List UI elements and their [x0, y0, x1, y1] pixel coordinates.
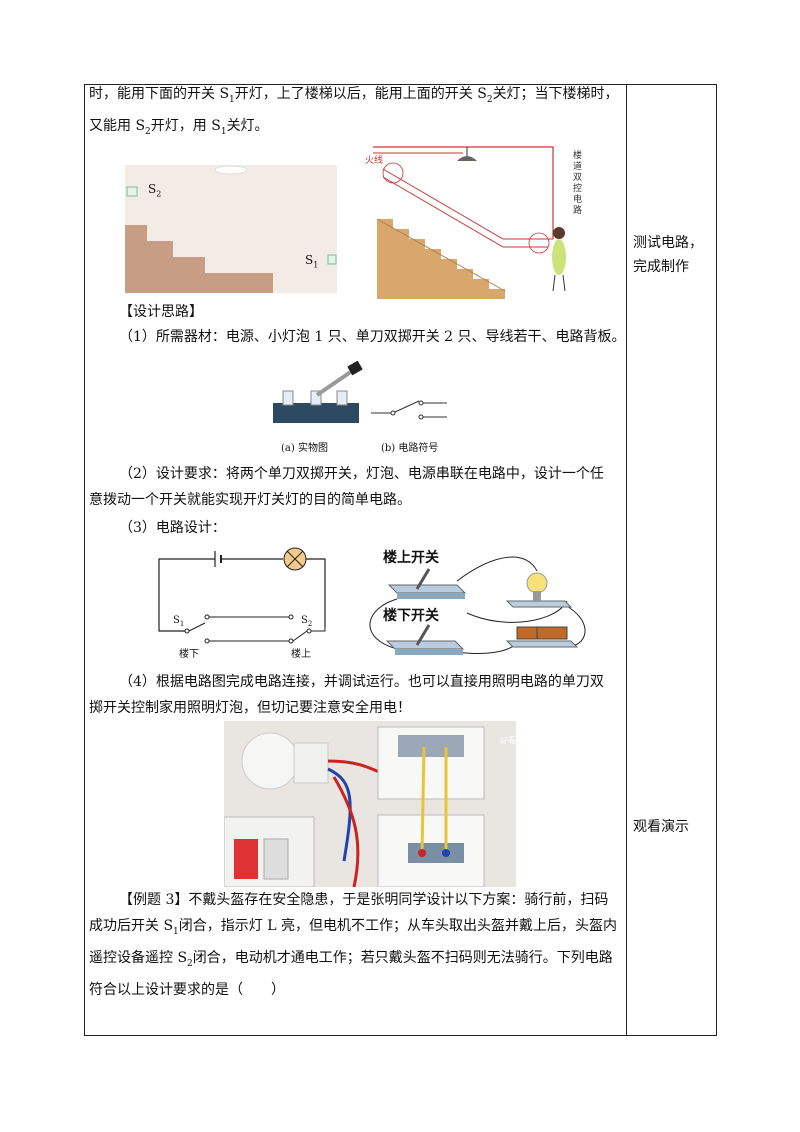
s1-label: S1 — [305, 253, 319, 270]
text-run: 成功后开关 S — [89, 918, 174, 934]
wiring-svg — [363, 139, 585, 299]
item-2: （2）设计要求：将两个单刀双掷开关，灯泡、电源串联在电路中，设计一个任 意拨动一… — [89, 461, 625, 513]
design-heading: 【设计思路】 — [119, 304, 203, 320]
text-run: 开灯，上了楼梯以后，能用上面的开关 S — [234, 86, 487, 102]
downstairs-switch-label: 楼下开关 — [383, 608, 439, 624]
switch-figure: (a) 实物图 (b) 电路符号 — [271, 360, 471, 457]
item-3: （3）电路设计： — [119, 520, 226, 536]
switch-s1-box — [327, 254, 337, 265]
text-run: 遥控设备遥控 S — [89, 949, 188, 966]
text-run: 意拨动一个开关就能实现开灯关灯的目的简单电路。 — [89, 492, 411, 508]
subscript: 1 — [220, 126, 227, 137]
text-run: 【例题 3】不戴头盔存在安全隐患，于是张明同学设计以下方案：骑行前，扫码 — [119, 892, 609, 908]
intro-paragraph: 时，能用下面的开关 S1开灯，上了楼梯以后，能用上面的开关 S2关灯；当下楼梯时… — [89, 81, 625, 145]
wiring-diagram: 火线 楼道双控电路 — [363, 139, 585, 299]
hot-wire-label: 火线 — [365, 156, 384, 166]
circuit-svg — [158, 547, 326, 644]
s1-circuit-label: S1 — [173, 615, 185, 628]
switch-svg — [273, 360, 447, 423]
video-watermark: 好看 — [500, 736, 516, 745]
circuit-diagram: S1 S2 楼下 楼上 — [155, 545, 335, 661]
text-run: 又能用 S — [89, 117, 146, 134]
subscript: 2 — [187, 958, 193, 969]
stairwell-illustration: S2 S1 — [125, 165, 337, 293]
item-1: （1）所需器材：电源、小灯泡 1 只、单刀双掷开关 2 只、导线若干、电路背板。 — [119, 329, 626, 345]
demo-photo: 好看 — [224, 721, 516, 887]
upstairs-label: 楼上 — [291, 649, 311, 660]
text-run: 关灯。 — [226, 117, 269, 134]
example-3: 【例题 3】不戴头盔存在安全隐患，于是张明同学设计以下方案：骑行前，扫码 成功后… — [89, 887, 625, 1003]
text-run: 完成制作 — [633, 259, 689, 275]
subscript: 2 — [486, 94, 493, 105]
subscript: 2 — [145, 126, 151, 137]
lesson-table: 时，能用下面的开关 S1开灯，上了楼梯以后，能用上面的开关 S2关灯；当下楼梯时… — [84, 84, 717, 1036]
text-run: 掷开关控制家用照明灯泡，但切记要注意安全用电！ — [89, 700, 411, 716]
text-run: （2）设计要求：将两个单刀双掷开关，灯泡、电源串联在电路中，设计一个任 — [119, 466, 604, 482]
real-circuit-illustration: 楼上开关 楼下开关 — [357, 541, 593, 663]
caption-real: (a) 实物图 — [281, 443, 328, 454]
caption-symbol: (b) 电路符号 — [381, 443, 439, 454]
text-run: 关灯；当下楼梯时， — [492, 86, 619, 102]
s2-label: S2 — [148, 182, 162, 199]
main-column: 时，能用下面的开关 S1开灯，上了楼梯以后，能用上面的开关 S2关灯；当下楼梯时… — [85, 85, 626, 1035]
text-run: 测试电路， — [633, 235, 703, 251]
switch-s2-box — [126, 186, 138, 197]
subscript: 1 — [229, 94, 235, 105]
text-run: 闭合，电动机才通电工作；若只戴头盔不扫码则无法骑行。下列电路 — [192, 949, 613, 966]
vertical-title: 楼道双控电路 — [573, 151, 583, 216]
text-run: （4）根据电路图完成电路连接，并调试运行。也可以直接用照明电路的单刀双 — [119, 674, 604, 690]
text-run: 开灯，用 S — [150, 117, 221, 134]
s2-circuit-label: S2 — [301, 615, 313, 628]
upstairs-switch-label: 楼上开关 — [383, 550, 439, 566]
item-4: （4）根据电路图完成电路连接，并调试运行。也可以直接用照明电路的单刀双 掷开关控… — [89, 669, 625, 721]
text-run: 符合以上设计要求的是（ ） — [89, 981, 285, 998]
side-note-test: 测试电路， 完成制作 — [633, 231, 713, 279]
text-run: 时，能用下面的开关 S — [89, 86, 230, 102]
side-note-watch: 观看演示 — [633, 819, 689, 835]
demo-photo-svg — [224, 721, 516, 887]
stairwell-svg — [125, 165, 337, 293]
subscript: 1 — [173, 926, 179, 937]
real-circuit-svg — [369, 556, 586, 655]
text-run: 闭合，指示灯 L 亮，但电机不工作；从车头取出头盔并戴上后，头盔内 — [178, 918, 617, 934]
column-divider — [626, 85, 627, 1035]
downstairs-label: 楼下 — [179, 649, 199, 660]
